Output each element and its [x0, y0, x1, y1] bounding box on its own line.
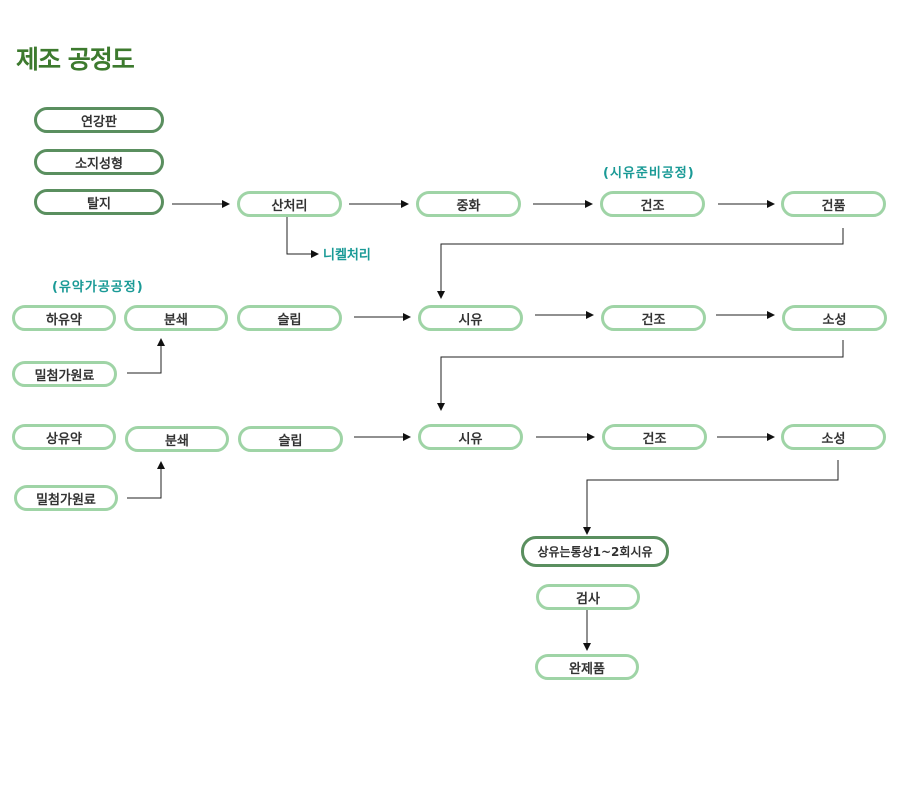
- step-slip-2: 슬립: [237, 305, 342, 331]
- label-glaze-process: (유약가공공정): [52, 280, 144, 295]
- step-glazing-3: 시유: [418, 424, 523, 450]
- step-glazing-2: 시유: [418, 305, 523, 331]
- step-pickling: 산처리: [237, 191, 342, 217]
- step-drying-2: 건조: [601, 305, 706, 331]
- page-title: 제조 공정도: [16, 45, 135, 74]
- step-neutralize: 중화: [416, 191, 521, 217]
- arrow-additive-to-grinding-3: [127, 461, 165, 499]
- arrow-pickling-to-nickel: [286, 217, 319, 258]
- step-drying-1: 건조: [600, 191, 705, 217]
- step-mill-additive-2: 밀첨가원료: [12, 361, 117, 387]
- step-ground-glaze: 하유약: [12, 305, 116, 331]
- arrow-firing-to-glazing-3: [437, 340, 844, 411]
- step-dry-product: 건품: [781, 191, 886, 217]
- step-nickel-treatment: 니켈처리: [323, 248, 371, 263]
- step-finished-product: 완제품: [535, 654, 639, 680]
- arrow-firing-to-cover-note: [583, 460, 839, 535]
- step-drying-3: 건조: [602, 424, 707, 450]
- step-inspection: 검사: [536, 584, 640, 610]
- step-grinding-3: 분쇄: [125, 426, 229, 452]
- step-degreasing: 탈지: [34, 189, 164, 215]
- step-slip-3: 슬립: [238, 426, 343, 452]
- step-base-forming: 소지성형: [34, 149, 164, 175]
- step-enamel-plate: 연강판: [34, 107, 164, 133]
- step-cover-glaze-note: 상유는통상1~2회시유: [521, 536, 669, 567]
- step-firing-3: 소성: [781, 424, 886, 450]
- step-grinding-2: 분쇄: [124, 305, 228, 331]
- arrow-additive-to-grinding-2: [127, 338, 165, 374]
- label-glaze-prep: (시유준비공정): [603, 166, 695, 181]
- step-cover-glaze: 상유약: [12, 424, 116, 450]
- arrow-dryproduct-to-glazing: [437, 228, 844, 299]
- step-firing-2: 소성: [782, 305, 887, 331]
- step-mill-additive-3: 밀첨가원료: [14, 485, 118, 511]
